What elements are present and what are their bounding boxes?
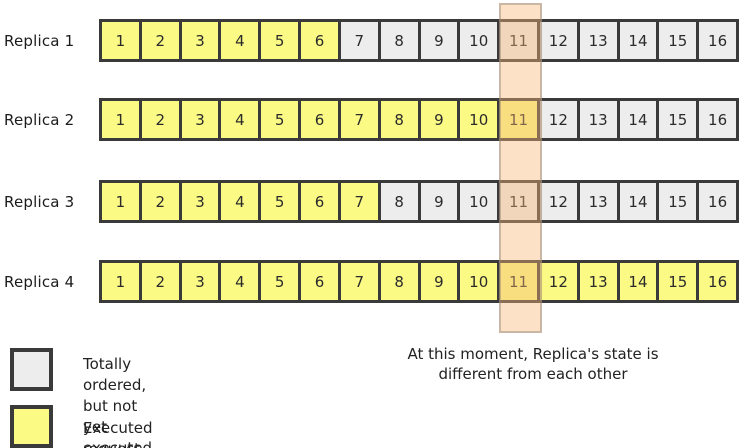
request-cell: 14: [619, 101, 657, 138]
request-cell: 5: [261, 263, 299, 300]
request-cell: 12: [539, 183, 577, 220]
request-cell: 16: [699, 263, 736, 300]
request-cell: 7: [340, 101, 378, 138]
request-cell: 13: [579, 22, 617, 59]
request-cell: 12: [539, 22, 577, 59]
legend-label-pending: Totally ordered, but not yet executed re…: [83, 355, 152, 448]
request-cell: 7: [340, 183, 378, 220]
replica-label-4: Replica 4: [4, 272, 75, 291]
request-cell: 15: [659, 263, 697, 300]
request-cell: 5: [261, 101, 299, 138]
request-cell: 10: [460, 263, 498, 300]
request-cell: 10: [460, 183, 498, 220]
request-cell: 12: [539, 263, 577, 300]
request-cell: 11: [500, 183, 537, 220]
request-cell: 11: [500, 101, 537, 138]
request-cell: 15: [659, 101, 697, 138]
request-cell: 2: [141, 263, 179, 300]
request-cell: 15: [659, 183, 697, 220]
legend-swatch-pending: [10, 348, 53, 391]
request-cell: 5: [261, 22, 299, 59]
request-cell: 14: [619, 183, 657, 220]
request-cell: 1: [102, 101, 139, 138]
request-cell: 7: [340, 263, 378, 300]
request-cell: 6: [301, 183, 338, 220]
request-cell: 3: [181, 22, 219, 59]
request-cell: 8: [380, 101, 418, 138]
request-cell: 6: [301, 263, 338, 300]
request-cell: 9: [420, 22, 458, 59]
request-cell: 11: [500, 22, 537, 59]
request-cell: 1: [102, 183, 139, 220]
request-cell: 9: [420, 263, 458, 300]
request-cell: 13: [579, 183, 617, 220]
request-cell: 2: [141, 22, 179, 59]
request-cell: 15: [659, 22, 697, 59]
request-cell: 9: [420, 101, 458, 138]
request-cell: 2: [141, 183, 179, 220]
request-cell: 4: [221, 101, 259, 138]
request-cell: 13: [579, 101, 617, 138]
request-cell: 14: [619, 263, 657, 300]
replica-label-3: Replica 3: [4, 192, 75, 211]
request-cell: 6: [301, 22, 338, 59]
request-cell: 8: [380, 22, 418, 59]
legend-label-executed: Executed request: [83, 419, 153, 448]
replica-label-1: Replica 1: [4, 31, 75, 50]
request-cell: 4: [221, 263, 259, 300]
request-cell: 11: [500, 263, 537, 300]
request-cell: 13: [579, 263, 617, 300]
moment-caption: At this moment, Replica's state is diffe…: [407, 345, 659, 383]
request-cell: 8: [380, 263, 418, 300]
request-cell: 2: [141, 101, 179, 138]
request-cell: 16: [699, 101, 736, 138]
legend-swatch-executed: [10, 405, 53, 448]
request-cell: 14: [619, 22, 657, 59]
request-cell: 16: [699, 183, 736, 220]
request-cell: 4: [221, 183, 259, 220]
request-cell: 6: [301, 101, 338, 138]
request-cell: 5: [261, 183, 299, 220]
request-cell: 7: [340, 22, 378, 59]
request-cell: 3: [181, 101, 219, 138]
request-cell: 10: [460, 101, 498, 138]
request-cell: 3: [181, 263, 219, 300]
request-cell: 9: [420, 183, 458, 220]
request-cell: 1: [102, 263, 139, 300]
request-cell: 8: [380, 183, 418, 220]
request-cell: 3: [181, 183, 219, 220]
request-cell: 16: [699, 22, 736, 59]
replica-label-2: Replica 2: [4, 110, 75, 129]
request-cell: 10: [460, 22, 498, 59]
request-cell: 12: [539, 101, 577, 138]
request-cell: 1: [102, 22, 139, 59]
request-cell: 4: [221, 22, 259, 59]
